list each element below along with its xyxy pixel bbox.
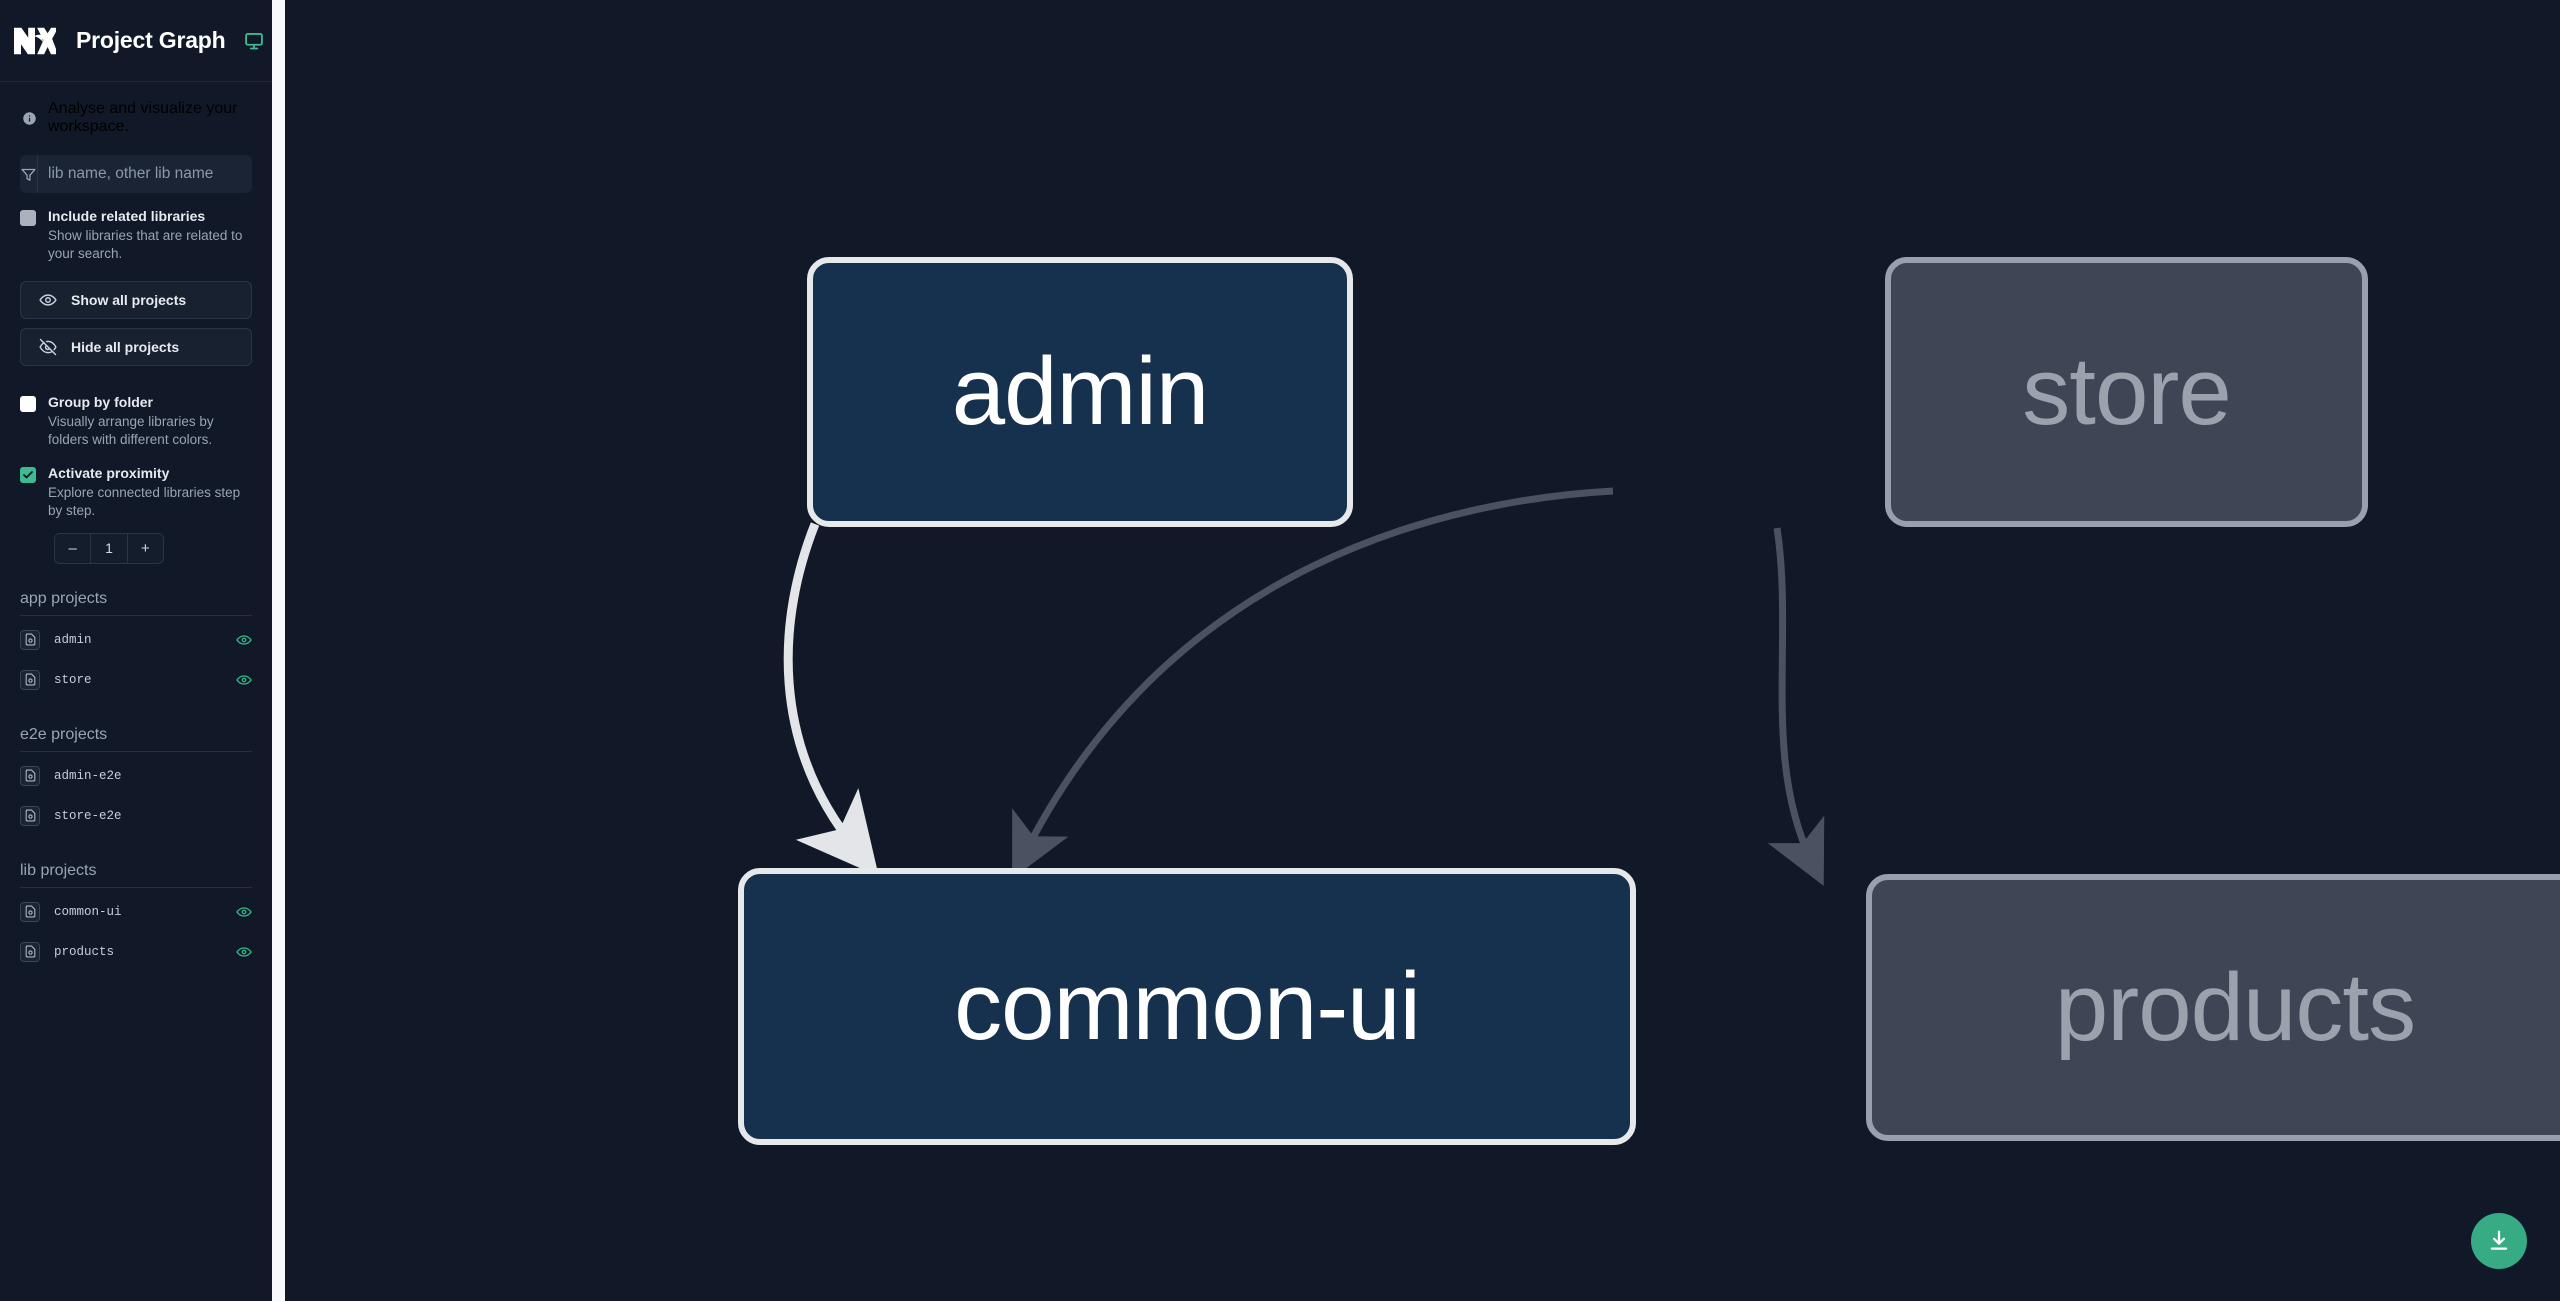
graph-node-common-ui[interactable]: common-ui [738, 868, 1636, 1145]
project-group-title: lib projects [20, 861, 97, 879]
eye-off-icon [39, 339, 57, 356]
nx-logo-icon [14, 24, 59, 58]
project-file-icon [20, 669, 40, 690]
include-related-libraries-description: Show libraries that are related to your … [48, 227, 243, 262]
search-container [0, 148, 272, 193]
project-name: products [54, 944, 115, 959]
divider [20, 750, 252, 752]
sidebar-header: Project Graph [0, 0, 272, 82]
option-include-related-libraries[interactable]: Include related libraries Show libraries… [0, 193, 272, 263]
eye-icon [39, 294, 57, 306]
show-all-projects-label: Show all projects [71, 292, 187, 309]
project-name: common-ui [54, 904, 122, 919]
project-groups: app projects admin store e2e projects admin-… [0, 590, 272, 972]
info-icon [22, 111, 37, 126]
project-name: store-e2e [54, 808, 122, 823]
project-file-icon [20, 941, 40, 962]
edge-store-to-products [1767, 527, 1825, 886]
hide-all-projects-label: Hide all projects [71, 339, 180, 356]
project-name: store [54, 672, 92, 687]
edge-store-to-common-ui [1012, 487, 1614, 879]
project-name: admin-e2e [54, 768, 122, 783]
project-visible-toggle[interactable] [236, 904, 252, 920]
project-list-item[interactable]: store-e2e [20, 796, 252, 836]
project-list-item[interactable]: store [20, 660, 252, 700]
proximity-stepper[interactable]: – 1 + [54, 532, 164, 564]
sidebar: Project Graph Analyse and visualize your… [0, 0, 272, 1301]
project-group-title: e2e projects [20, 725, 108, 743]
activate-proximity-description: Explore connected libraries step by step… [48, 484, 241, 518]
proximity-increment-button[interactable]: + [127, 533, 163, 563]
graph-node-admin[interactable]: admin [807, 257, 1353, 527]
visibility-buttons: Show all projects Hide all projects [0, 263, 272, 367]
divider [20, 614, 252, 616]
tagline-text: Analyse and visualize your workspace. [48, 100, 238, 135]
option-group-by-folder[interactable]: Group by folder Visually arrange librari… [0, 375, 272, 449]
group-by-folder-description: Visually arrange libraries by folders wi… [48, 414, 214, 448]
group-by-folder-checkbox[interactable] [20, 396, 36, 413]
edge-admin-to-common-ui [783, 522, 879, 877]
project-group: lib projects common-ui products [0, 862, 272, 972]
include-related-libraries-label: Include related libraries [48, 208, 206, 224]
project-list-item[interactable]: common-ui [20, 892, 252, 932]
project-visible-toggle[interactable] [236, 632, 252, 648]
hide-all-projects-button[interactable]: Hide all projects [20, 328, 252, 367]
filter-icon[interactable] [20, 155, 38, 193]
activate-proximity-label: Activate proximity [48, 464, 170, 481]
project-visible-toggle[interactable] [236, 672, 252, 688]
project-list-item[interactable]: admin-e2e [20, 756, 252, 796]
project-group-title: app projects [20, 589, 108, 607]
download-icon [2490, 1230, 2508, 1250]
monitor-icon[interactable] [244, 31, 264, 51]
proximity-value: 1 [90, 533, 128, 563]
option-activate-proximity[interactable]: Activate proximity Explore connected lib… [0, 450, 272, 520]
show-all-projects-button[interactable]: Show all projects [20, 281, 252, 320]
project-group: app projects admin store [0, 590, 272, 700]
include-related-libraries-checkbox[interactable] [20, 210, 36, 226]
proximity-decrement-button[interactable]: – [55, 533, 91, 563]
graph-canvas[interactable]: admin store common-ui products [272, 0, 2560, 1301]
sidebar-resize-handle[interactable] [272, 0, 285, 1301]
group-by-folder-label: Group by folder [48, 394, 153, 411]
project-file-icon [20, 629, 40, 650]
project-list-item[interactable]: admin [20, 620, 252, 660]
tagline: Analyse and visualize your workspace. [0, 82, 272, 148]
search-box[interactable] [20, 155, 252, 193]
project-list-item[interactable]: products [20, 932, 252, 972]
project-file-icon [20, 901, 40, 922]
download-graph-button[interactable] [2471, 1213, 2527, 1269]
page-title: Project Graph [76, 27, 226, 53]
project-file-icon [20, 805, 40, 826]
graph-edges [783, 487, 1825, 886]
activate-proximity-checkbox[interactable] [20, 466, 36, 483]
project-file-icon [20, 765, 40, 786]
search-input[interactable] [38, 155, 252, 193]
project-visible-toggle[interactable] [236, 944, 252, 960]
divider [20, 886, 252, 888]
project-name: admin [54, 632, 92, 647]
graph-node-store[interactable]: store [1885, 257, 2368, 527]
project-group: e2e projects admin-e2e store-e2e [0, 726, 272, 836]
graph-node-products[interactable]: products [1866, 874, 2560, 1141]
